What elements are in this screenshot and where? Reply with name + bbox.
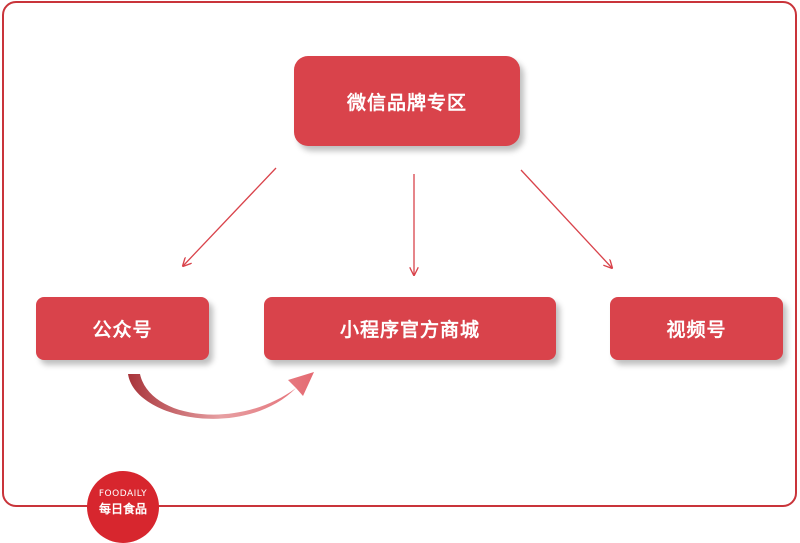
child-node-miniprogram-store: 小程序官方商城 — [264, 297, 556, 360]
child-node-label: 小程序官方商城 — [339, 319, 480, 341]
curved-arrow-gongzhonghao-to-miniprogram — [128, 372, 314, 419]
logo-text-zh: 每日食品 — [98, 502, 147, 516]
child-node-label: 视频号 — [666, 319, 727, 341]
root-node-label: 微信品牌专区 — [346, 91, 467, 114]
root-node-weixin-brand-zone: 微信品牌专区 — [294, 56, 520, 146]
foodaily-logo: FOODAILY 每日食品 — [87, 471, 159, 543]
child-node-shipinhao: 视频号 — [610, 297, 783, 360]
arrow-root-to-shipinhao — [520, 169, 612, 268]
logo-text-en: FOODAILY — [98, 489, 148, 499]
child-node-label: 公众号 — [92, 319, 153, 341]
arrow-root-to-gongzhonghao — [183, 167, 277, 266]
child-node-gongzhonghao: 公众号 — [36, 297, 209, 360]
